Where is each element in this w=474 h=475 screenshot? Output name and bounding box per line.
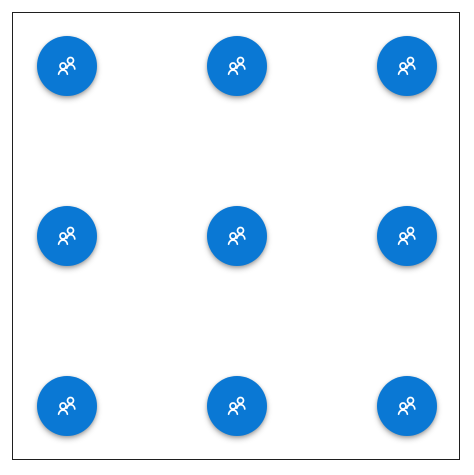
canvas-frame <box>12 12 460 460</box>
people-icon <box>397 56 416 76</box>
people-icon <box>227 226 246 246</box>
button-grid <box>13 13 459 459</box>
people-icon <box>57 226 76 246</box>
people-button-r2c2[interactable] <box>207 206 267 266</box>
people-icon <box>397 396 416 416</box>
people-button-r1c3[interactable] <box>377 36 437 96</box>
people-button-r2c1[interactable] <box>37 206 97 266</box>
people-button-r3c3[interactable] <box>377 376 437 436</box>
people-icon <box>227 56 246 76</box>
people-button-r2c3[interactable] <box>377 206 437 266</box>
people-button-r3c2[interactable] <box>207 376 267 436</box>
people-icon <box>227 396 246 416</box>
people-icon <box>57 396 76 416</box>
people-button-r3c1[interactable] <box>37 376 97 436</box>
people-button-r1c2[interactable] <box>207 36 267 96</box>
people-button-r1c1[interactable] <box>37 36 97 96</box>
people-icon <box>397 226 416 246</box>
people-icon <box>57 56 76 76</box>
